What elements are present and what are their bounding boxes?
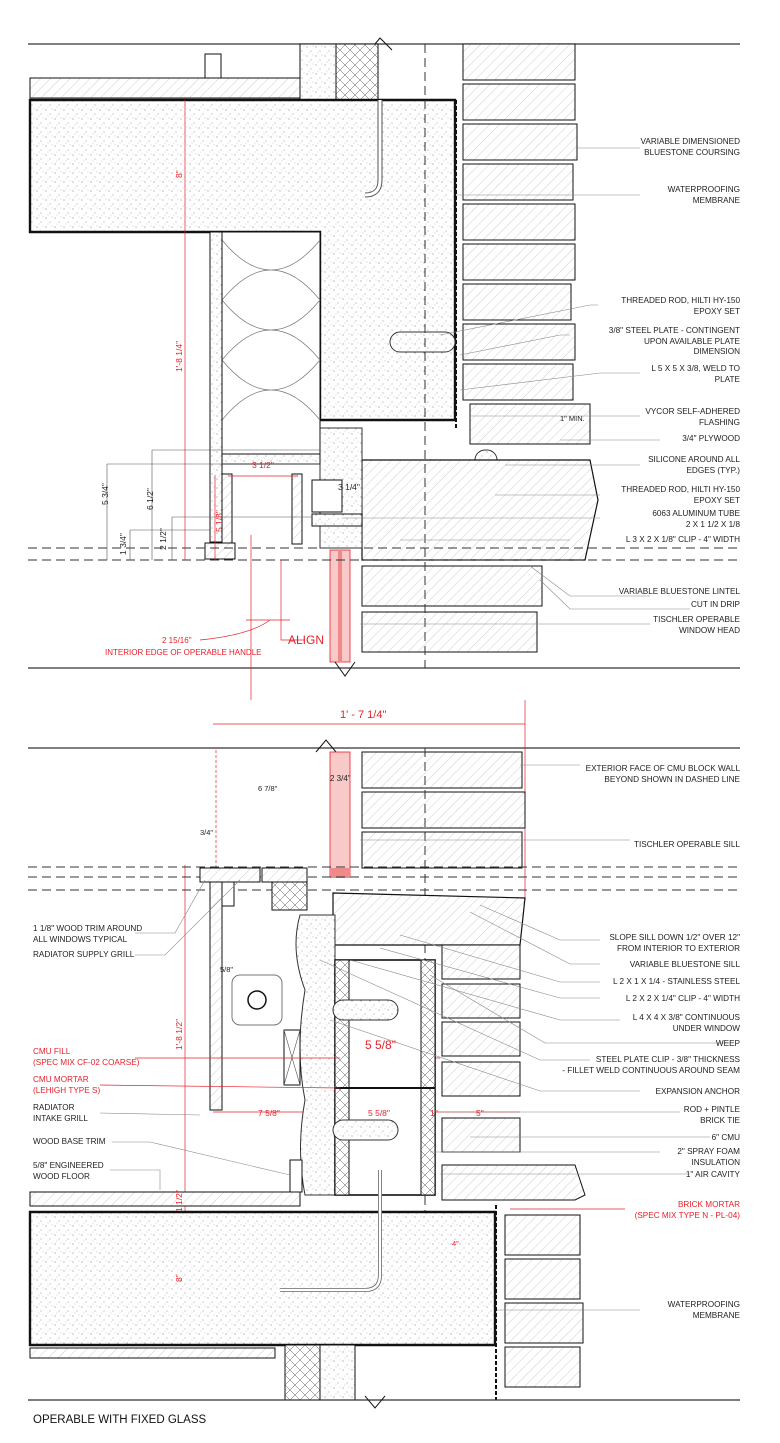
callout-bluestone-sill: VARIABLE BLUESTONE SILL [629,960,740,969]
dim-cmu-width: 5 5/8" [365,1038,396,1052]
head-detail [28,37,740,700]
head-dimensions [106,449,363,560]
head-leaders [342,147,690,625]
callout-brick-mortar: BRICK MORTAR(SPEC MIX TYPE N - PL-04) [634,1200,740,1220]
batt-insulation [221,231,321,455]
callout-plate-clip: STEEL PLATE CLIP - 3/8" THICKNESS- FILLE… [562,1055,740,1075]
dim-slab: 8" [174,170,184,178]
sill-window-glass [329,751,351,878]
callout-lintel: VARIABLE BLUESTONE LINTEL [618,587,740,596]
dim-7-5-8: 7 5/8" [258,1108,280,1118]
dim-1: 1" [430,1108,438,1118]
brick-coursing [441,944,586,1201]
dim-5-3-4: 5 3/4" [100,483,110,505]
callout-expansion-anchor: EXPANSION ANCHOR [655,1087,740,1096]
wood-trim [199,867,261,883]
sill-detail [28,700,740,1409]
bluestone-coursing [462,43,591,445]
dim-overall-sill: 1'-8 1/2" [174,1018,184,1050]
callout-drip: CUT IN DRIP [691,600,740,609]
dim-5-5-8: 5 5/8" [368,1108,390,1118]
dim-floor: 1 1/2" [174,1190,184,1212]
bluestone-lintel [361,459,599,561]
callout-air-cavity: 1" AIR CAVITY [685,1170,740,1179]
dim-5: 5" [476,1108,484,1118]
dim-2-1-2: 2 1/2" [158,528,168,550]
head-red-dimensions [184,100,305,700]
callout-clip: L 3 x 2 x 1/8" CLIP - 4" WIDTH [625,535,740,544]
dim-6-7-8: 6 7/8" [258,784,278,793]
cmu-fill [295,914,336,1196]
callout-stainless-angle: L 2 x 1 x 1/4 - STAINLESS STEEL [613,977,740,986]
dim-overall: 1'-8 1/4" [174,340,184,372]
dim-5-1-8: 5 1/8" [214,510,224,532]
drawing-title: OPERABLE WITH FIXED GLASS [33,1414,207,1426]
dim-3-1-2: 3 1/2" [252,460,274,470]
dim-5-8: 5/8" [220,965,234,974]
callout-base-trim: WOOD BASE TRIM [33,1137,106,1146]
concrete-slab-lower [28,1210,497,1347]
engineered-wood-floor [29,1191,301,1207]
dim-width: 1' - 7 1/4" [340,709,387,721]
upper-bluestone [361,751,526,869]
dim-2-3-4: 2 3/4" [330,774,351,783]
callout-cmu-mortar: CMU MORTAR(LEHIGH TYPE S) [33,1075,101,1095]
callout-clip-angle: L 2 x 2 x 1/4" CLIP - 4" WIDTH [625,994,740,1003]
dim-3-1-4: 3 1/4" [338,482,360,492]
bluestone-sill [332,892,526,946]
sill-red-leaders [99,1057,625,1210]
note-align: ALIGN [288,633,325,647]
callout-cmu: 6" CMU [711,1133,740,1142]
dim-4: 4" [452,1239,459,1248]
cmu-block [334,959,436,1196]
dim-3-4: 3/4" [200,828,214,837]
floor-finish [29,77,301,99]
dim-min: 1" MIN. [560,414,585,423]
dim-slab-lower: 8" [174,1274,184,1282]
dim-1-3-4: 1 3/4" [118,533,128,555]
radiator [231,974,283,1026]
sill-leaders [99,764,730,1311]
callout-weep: WEEP [715,1039,740,1048]
callout-slope-sill: SLOPE SILL DOWN 1/2" OVER 12"FROM INTERI… [609,933,740,953]
callout-operable-sill: TISCHLER OPERABLE SILL [633,840,740,849]
callout-plywood: 3/4" PLYWOOD [682,434,740,443]
callout-supply-grill: RADIATOR SUPPLY GRILL [33,950,135,959]
note-handle: INTERIOR EDGE OF OPERABLE HANDLE [105,648,262,657]
dim-6-1-2: 6 1/2" [145,488,155,510]
callout-cmu-fill: CMU FILL(SPEC MIX CF-02 COARSE) [33,1047,140,1067]
dim-handle: 2 15/16" [162,636,192,645]
